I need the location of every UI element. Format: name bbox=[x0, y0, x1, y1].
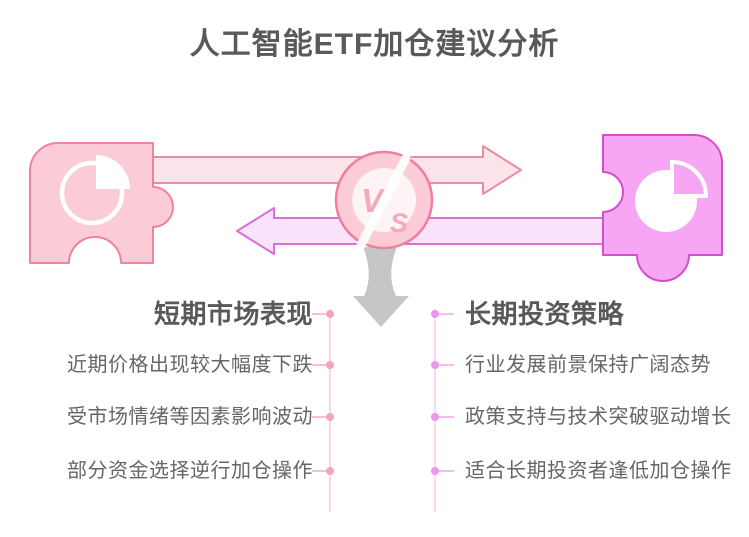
connector-line bbox=[312, 364, 327, 366]
puzzle-piece-left-icon bbox=[29, 142, 174, 264]
connector-dot bbox=[431, 413, 439, 421]
pie-chart-icon-left bbox=[59, 155, 130, 226]
right-timeline-line bbox=[434, 309, 436, 512]
connector-dot bbox=[326, 361, 334, 369]
vs-slash bbox=[356, 153, 411, 250]
connector-line bbox=[438, 313, 454, 315]
left-column-title: 短期市场表现 bbox=[153, 299, 313, 329]
connector-line bbox=[312, 416, 327, 418]
pie-chart-icon-right bbox=[635, 159, 709, 232]
arrow-right-icon bbox=[151, 145, 522, 195]
left-list-item: 部分资金选择逆行加仓操作 bbox=[67, 460, 313, 482]
connector-line bbox=[312, 313, 327, 315]
arrow-down-icon bbox=[353, 247, 409, 327]
vs-badge: V S bbox=[334, 150, 434, 250]
puzzle-piece-right-icon bbox=[602, 134, 723, 282]
vs-letter-s: S bbox=[390, 208, 408, 238]
connector-dot bbox=[431, 467, 439, 475]
connector-line bbox=[438, 364, 454, 366]
left-list-item: 近期价格出现较大幅度下跌 bbox=[67, 354, 313, 376]
connector-dot bbox=[431, 361, 439, 369]
right-list-item: 适合长期投资者逢低加仓操作 bbox=[465, 460, 732, 482]
page-title: 人工智能ETF加仓建议分析 bbox=[189, 28, 560, 61]
connector-dot bbox=[431, 310, 439, 318]
connector-line bbox=[438, 416, 454, 418]
left-timeline-line bbox=[329, 309, 331, 512]
connector-dot bbox=[326, 467, 334, 475]
right-list-item: 政策支持与技术突破驱动增长 bbox=[465, 406, 732, 428]
left-list-item: 受市场情绪等因素影响波动 bbox=[67, 406, 313, 428]
connector-dot bbox=[326, 413, 334, 421]
connector-line bbox=[438, 470, 454, 472]
right-list-item: 行业发展前景保持广阔态势 bbox=[465, 354, 711, 376]
right-column-title: 长期投资策略 bbox=[465, 299, 625, 329]
connector-dot bbox=[326, 310, 334, 318]
connector-line bbox=[312, 470, 327, 472]
